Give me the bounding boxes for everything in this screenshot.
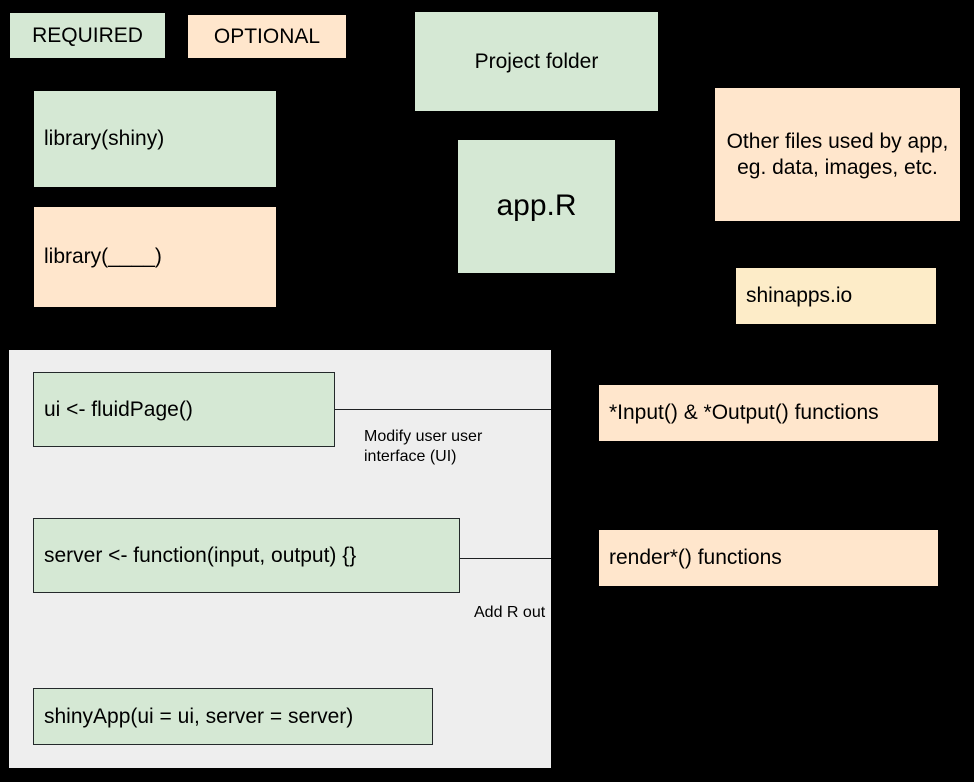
shinapps-io-label: shinapps.io <box>746 284 853 308</box>
server-function-label: server <- function(input, output) {} <box>44 543 357 567</box>
shinyapp-label: shinyApp(ui = ui, server = server) <box>44 704 354 728</box>
ui-fluidpage-box: ui <- fluidPage() <box>33 372 335 447</box>
legend-required-label: REQUIRED <box>32 23 143 47</box>
library-blank-label: library(____) <box>44 245 162 269</box>
other-files-box: Other files used by app, eg. data, image… <box>715 88 960 221</box>
shinapps-io-box: shinapps.io <box>736 268 936 324</box>
legend-optional-label: OPTIONAL <box>213 24 321 48</box>
legend-optional-box: OPTIONAL <box>188 15 346 58</box>
library-shiny-box: library(shiny) <box>34 91 276 187</box>
project-folder-box: Project folder <box>415 12 658 111</box>
app-r-label: app.R <box>496 189 577 223</box>
note-modify-ui: Modify user user interface (UI) <box>364 428 483 465</box>
other-files-label: Other files used by app, eg. data, image… <box>726 129 955 179</box>
input-output-functions-label: *Input() & *Output() functions <box>609 401 879 425</box>
server-function-box: server <- function(input, output) {} <box>33 518 460 593</box>
legend-required-box: REQUIRED <box>10 13 165 58</box>
library-shiny-label: library(shiny) <box>44 127 165 151</box>
ui-fluidpage-label: ui <- fluidPage() <box>44 397 193 421</box>
shinyapp-box: shinyApp(ui = ui, server = server) <box>33 688 433 745</box>
render-functions-box: render*() functions <box>599 530 938 586</box>
library-blank-box: library(____) <box>34 207 276 307</box>
app-r-box: app.R <box>458 140 615 273</box>
app-r-arrow-icon <box>445 201 456 213</box>
connector-ui-to-input-output <box>334 409 551 411</box>
project-folder-label: Project folder <box>474 49 599 73</box>
note-add-r-output: Add R out <box>474 604 546 621</box>
input-output-functions-box: *Input() & *Output() functions <box>599 385 938 441</box>
app-structure-panel: ui <- fluidPage() Modify user user inter… <box>9 350 551 768</box>
render-functions-label: render*() functions <box>609 546 782 570</box>
connector-server-to-render <box>458 558 551 560</box>
